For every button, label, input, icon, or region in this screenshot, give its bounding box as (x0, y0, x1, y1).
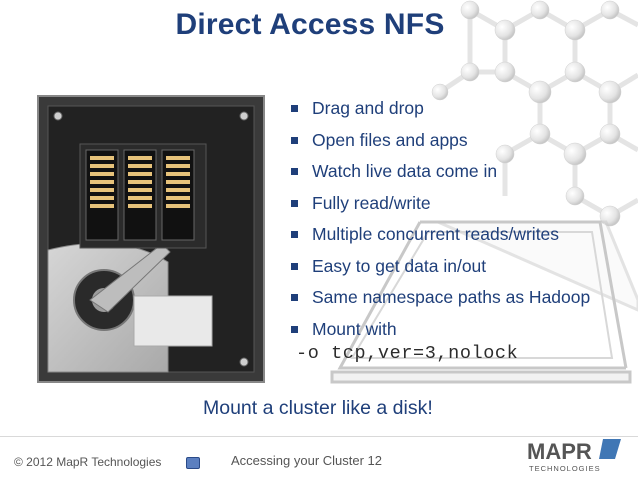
list-item: Same namespace paths as Hadoop (288, 285, 590, 317)
mapr-logo: MAPR TECHNOLOGIES (527, 439, 621, 473)
footer-text: Accessing your Cluster 12 (231, 453, 383, 468)
list-item-text: Same namespace paths as Hadoop (312, 287, 591, 307)
list-item: Open files and apps (288, 128, 590, 160)
list-item-text: Drag and drop (312, 98, 424, 118)
slide-icon[interactable] (186, 457, 200, 469)
bullet-icon (291, 262, 298, 270)
slide-title: Direct Access NFS (175, 8, 445, 41)
list-item: Drag and drop (288, 96, 590, 128)
feature-list: Drag and drop Open files and apps Watch … (288, 96, 590, 348)
footer-divider (0, 436, 638, 437)
list-item: Multiple concurrent reads/writes (288, 222, 590, 254)
bullet-icon (291, 168, 298, 175)
slide-caption: Mount a cluster like a disk! (203, 397, 433, 419)
bullet-icon (291, 294, 298, 301)
bullet-icon (291, 136, 298, 144)
bullet-icon (291, 231, 298, 238)
list-item: Easy to get data in/out (288, 254, 590, 286)
list-item: Watch live data come in (288, 159, 590, 191)
list-item-text: Watch live data come in (312, 161, 498, 181)
list-item-text: Open files and apps (312, 129, 468, 150)
list-item-text: Fully read/write (312, 192, 431, 213)
bullet-icon (291, 199, 298, 207)
logo-brand-text: MAPR (527, 439, 592, 464)
list-item: Fully read/write (288, 191, 590, 223)
mount-command: -o tcp,ver=3,nolock (296, 343, 519, 364)
bullet-icon (291, 105, 298, 112)
list-item-text: Mount with (312, 318, 397, 339)
logo-sub-text: TECHNOLOGIES (529, 464, 601, 473)
copyright-text: © 2012 MapR Technologies (14, 455, 162, 469)
list-item: Mount with (288, 317, 590, 349)
list-item-text: Multiple concurrent reads/writes (312, 224, 560, 244)
list-item-text: Easy to get data in/out (312, 255, 487, 276)
bullet-icon (291, 325, 298, 333)
